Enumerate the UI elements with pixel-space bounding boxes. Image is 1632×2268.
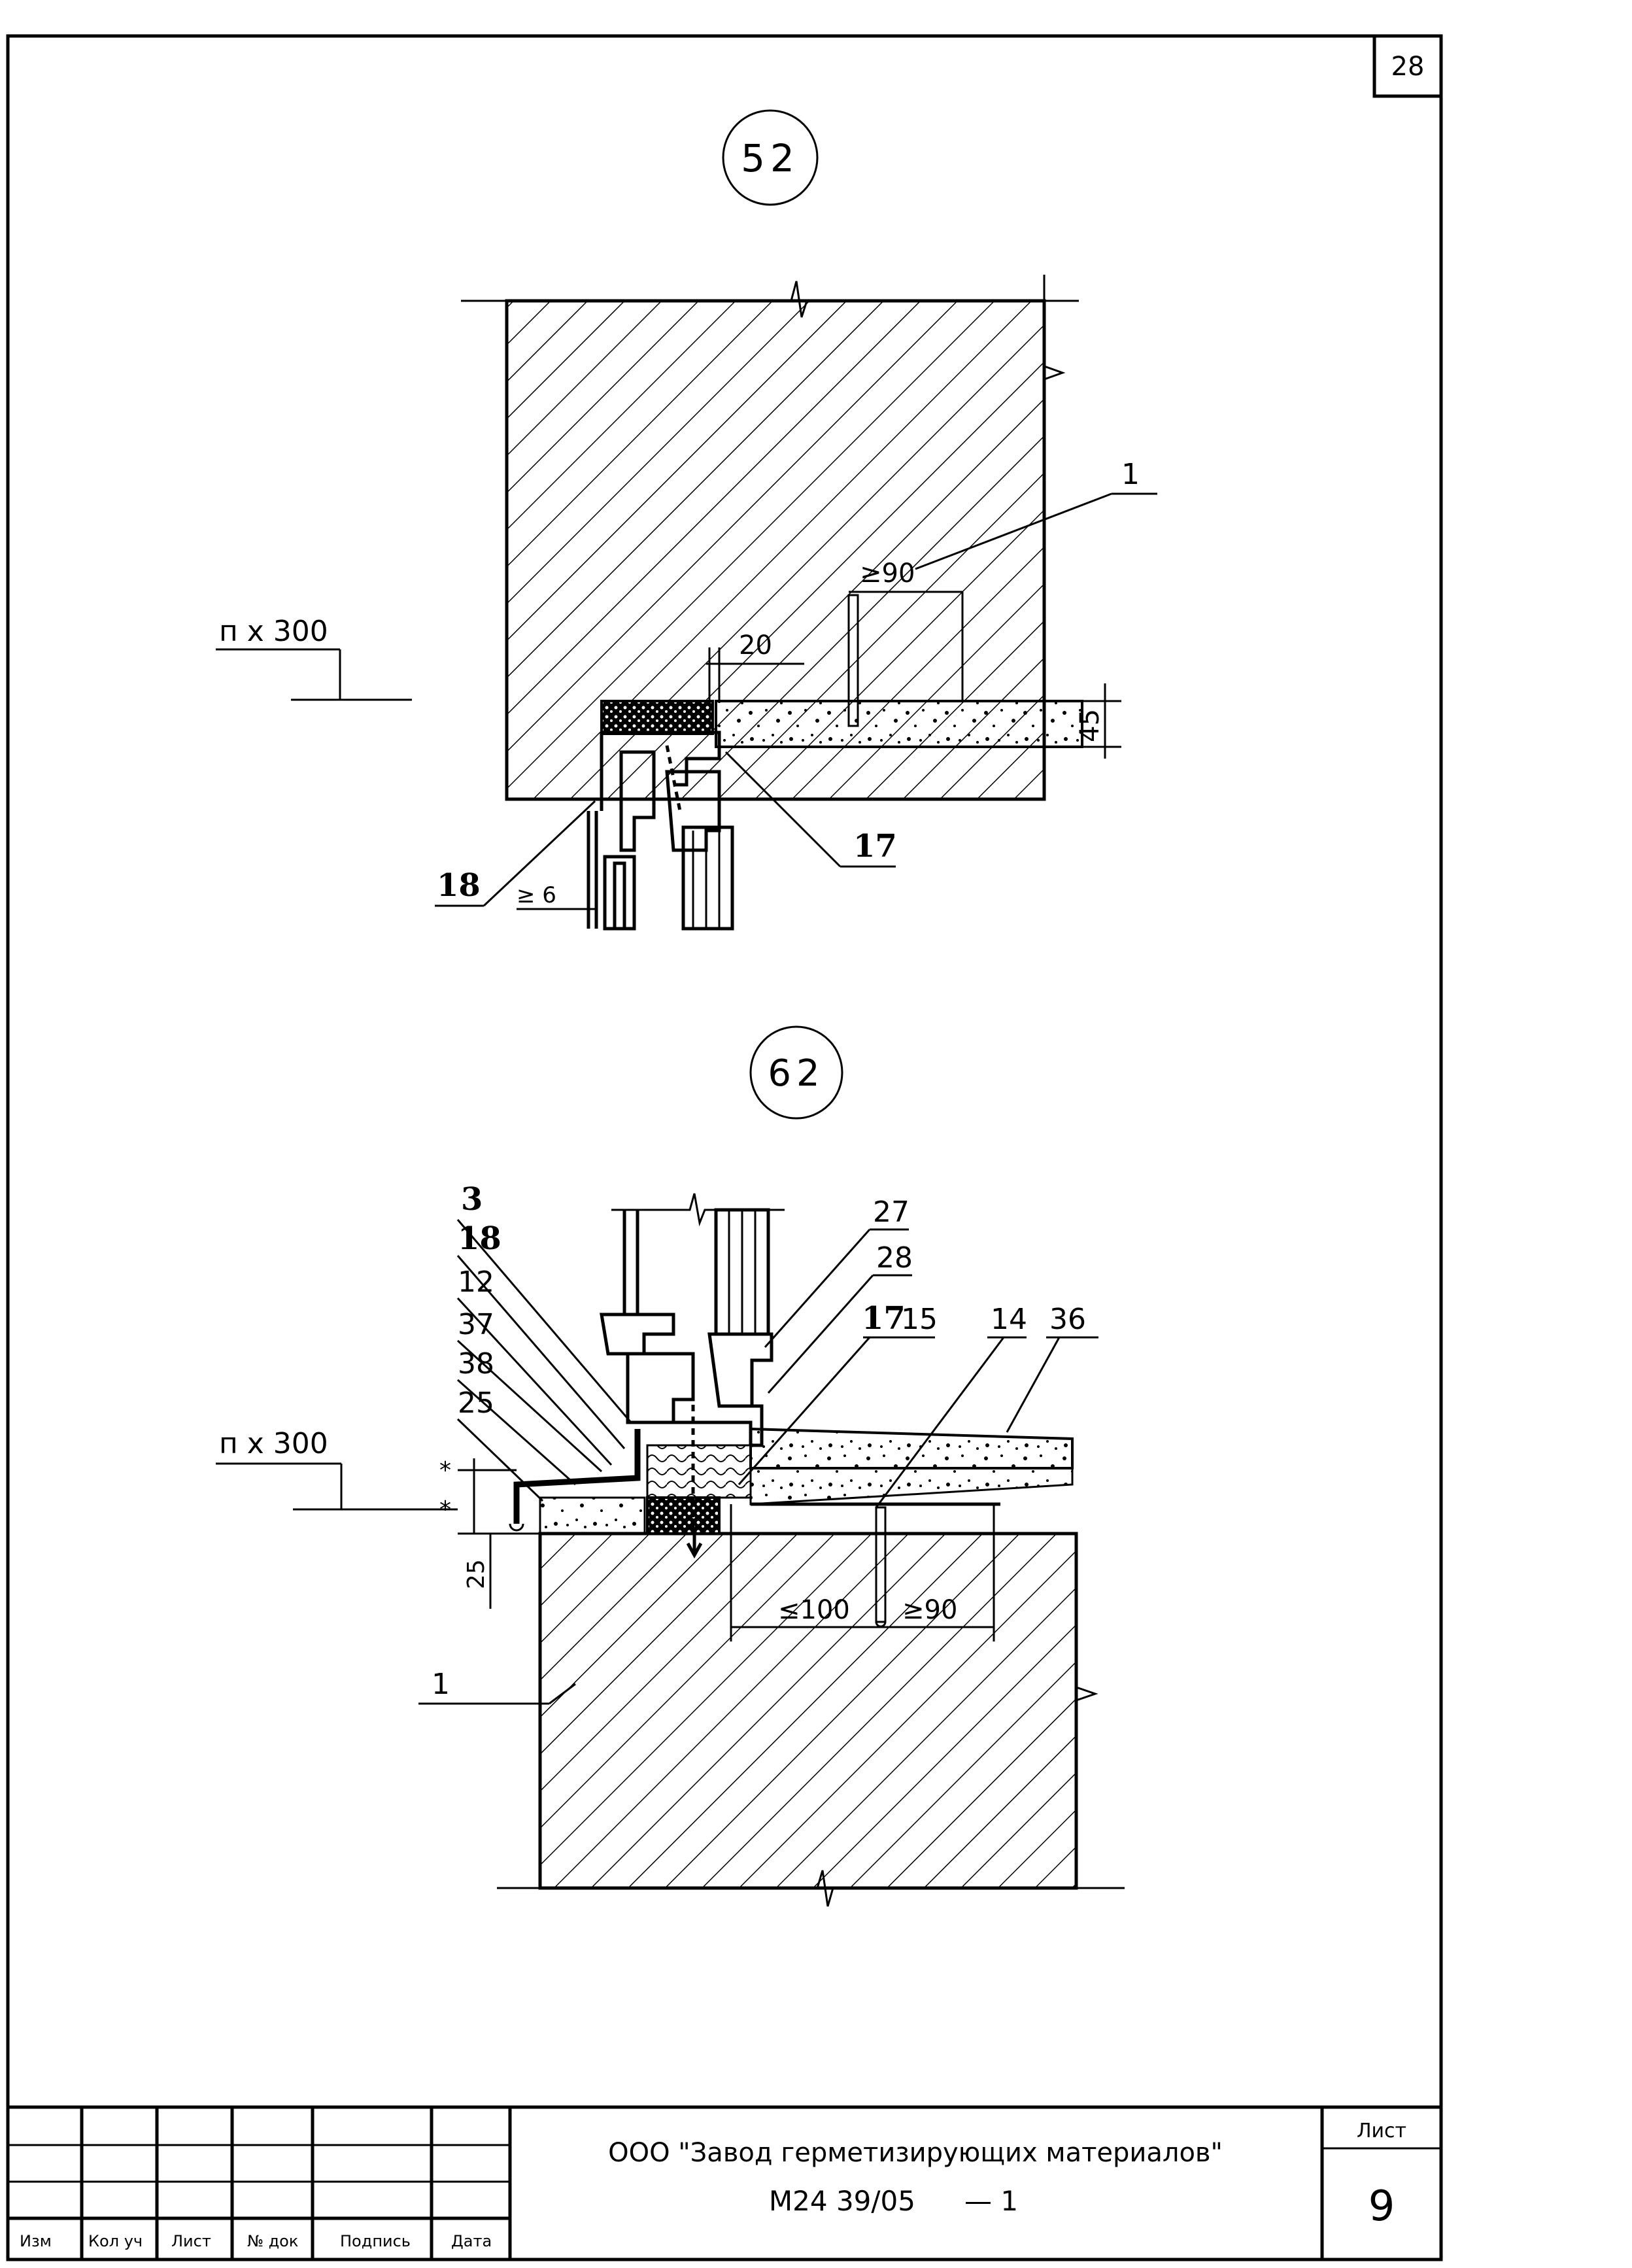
sheet-number: 9 — [1368, 2182, 1395, 2231]
dim-ge90-62: ≥90 — [902, 1595, 957, 1625]
callout-15-62: 15 — [901, 1303, 938, 1336]
top-break-line-62 — [611, 1193, 785, 1227]
callout-18-52: 18 — [437, 867, 481, 904]
callout-3-62: 3 — [461, 1181, 483, 1218]
detail-52: 52 ≥90 — [216, 109, 1157, 931]
title-block: Изм Кол уч Лист № док Подпись Дата ООО "… — [8, 2105, 1441, 2259]
right-break-line-62 — [1075, 1534, 1098, 1888]
dim-star-1-62: * — [439, 1457, 451, 1484]
anchor-52 — [847, 594, 859, 727]
seal-block-62 — [646, 1496, 721, 1535]
level-mark-52: п х 300 — [216, 615, 412, 701]
sill-top-62 — [749, 1427, 1074, 1469]
detail-62-marker-circle — [749, 1025, 843, 1120]
detail-52-marker-circle — [722, 109, 819, 206]
doc-code: М24 39/05 — [769, 2185, 915, 2217]
col-n-dok: № док — [247, 2232, 298, 2250]
callout-27-62: 27 — [873, 1195, 910, 1229]
callout-36-62: 36 — [1049, 1303, 1086, 1336]
callout-37-62: 37 — [458, 1308, 494, 1341]
right-break-line-52 — [1043, 275, 1066, 693]
top-break-line-52 — [461, 281, 1079, 318]
insulation-strip-52 — [715, 700, 1083, 748]
dim-le100-62: ≤100 — [778, 1595, 850, 1625]
detail-62: 62 — [216, 1025, 1125, 1907]
sheet-label: Лист — [1357, 2120, 1406, 2142]
wall-62 — [538, 1532, 1078, 1890]
company-name: ООО "Завод герметизирующих материалов" — [608, 2138, 1223, 2168]
dim-ge6-52: ≥ 6 — [517, 882, 556, 908]
corner-box — [1372, 34, 1443, 98]
foam-62 — [646, 1444, 752, 1499]
sheet-corner-number: 28 — [1391, 52, 1425, 82]
callout-1-62: 1 — [432, 1668, 450, 1701]
dim-45-52: 45 — [1075, 709, 1105, 742]
callout-17-52: 17 — [853, 828, 897, 865]
detail-62-marker: 62 — [768, 1052, 824, 1095]
dim-20-52: 20 — [739, 630, 772, 661]
doc-dash: — 1 — [964, 2185, 1018, 2217]
callout-25-62: 25 — [458, 1386, 494, 1420]
callout-12-62: 12 — [458, 1265, 494, 1299]
level-label-52: п х 300 — [219, 615, 328, 648]
callout-18-62: 18 — [458, 1220, 502, 1257]
bottom-break-line-62 — [497, 1870, 1125, 1907]
window-frame-52 — [586, 730, 734, 931]
dim-ge90-52: ≥90 — [860, 558, 915, 589]
window-frame-62 — [600, 1193, 785, 1559]
sheet-frame — [6, 34, 1443, 2261]
callout-14-62: 14 — [991, 1303, 1027, 1336]
drip-flashing-62 — [513, 1429, 641, 1524]
anchor-62 — [875, 1506, 887, 1623]
seal-block-52 — [600, 700, 714, 735]
detail-52-marker: 52 — [741, 136, 800, 180]
col-kol-uch: Кол уч — [88, 2232, 143, 2250]
sill-lower-62 — [749, 1467, 1074, 1505]
level-label-62: п х 300 — [219, 1427, 328, 1460]
col-list: Лист — [171, 2232, 211, 2250]
col-data: Дата — [451, 2232, 492, 2250]
col-podpis: Подпись — [340, 2232, 411, 2250]
dim-25-62: 25 — [463, 1559, 490, 1589]
callout-38-62: 38 — [458, 1347, 494, 1381]
callout-17-62: 17 — [862, 1300, 906, 1337]
callout-28-62: 28 — [876, 1241, 913, 1275]
left-insulation-62 — [539, 1496, 646, 1535]
col-izm: Изм — [20, 2232, 52, 2250]
callout-1-52: 1 — [1121, 458, 1140, 491]
level-mark-62: п х 300 — [216, 1427, 458, 1511]
